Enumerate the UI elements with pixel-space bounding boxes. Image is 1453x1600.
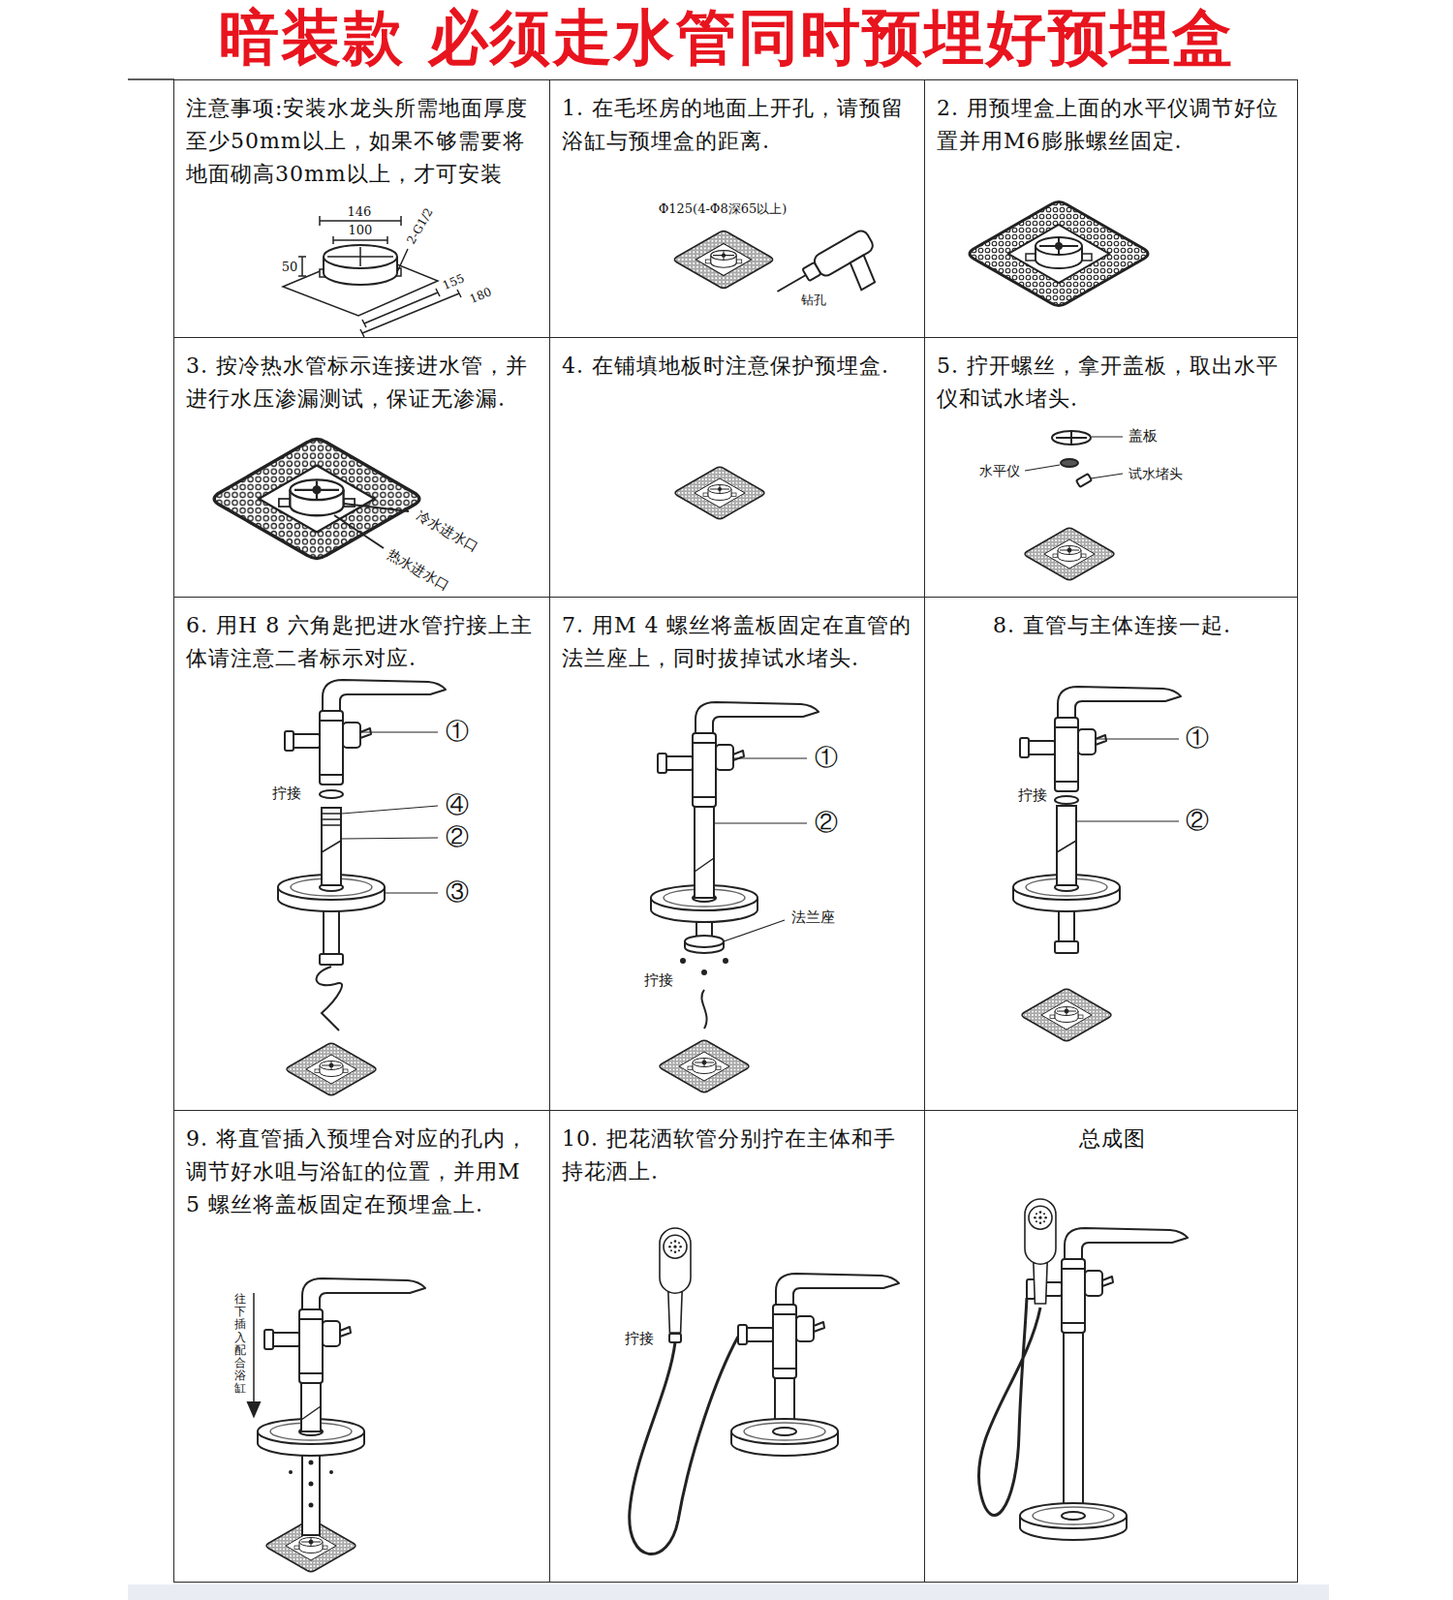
step-text: 5. 拧开螺丝，拿开盖板，取出水平仪和试水堵头.: [925, 338, 1298, 416]
insert-tube-figure: [247, 1278, 426, 1573]
step-cell: 8. 直管与主体连接一起.: [924, 596, 1299, 1112]
floor-box-dimension-figure: [282, 216, 462, 338]
dimension-label: 146: [345, 205, 374, 220]
drilling-figure: [674, 228, 890, 328]
callout-number: ②: [812, 809, 840, 837]
step-text: 6. 用H 8 六角匙把进水管拧接上主体请注意二者标示对应.: [174, 597, 550, 676]
part-label: 拧接: [622, 1330, 656, 1348]
part-label: 拧接: [270, 785, 304, 803]
part-label: 拧接: [1016, 787, 1050, 804]
step-text: 8. 直管与主体连接一起.: [925, 597, 1298, 643]
step-text: 4. 在铺填地板时注意保护预埋盒.: [550, 338, 925, 383]
callout-number: ①: [443, 718, 471, 746]
part-label: 钻孔: [799, 293, 829, 309]
part-label: 冷水进水口: [412, 506, 483, 557]
step-text: 注意事项:安装水龙头所需地面厚度至少50mm以上，如果不够需要将地面砌高30mm…: [174, 80, 550, 191]
step-text: 1. 在毛坯房的地面上开孔，请预留浴缸与预埋盒的距离.: [550, 80, 925, 158]
part-label: 盖板: [1126, 428, 1160, 445]
floor-protect-figure: [675, 466, 765, 520]
step-cell: 4. 在铺填地板时注意保护预埋盒.: [549, 337, 926, 598]
part-label: 水平仪: [977, 463, 1022, 479]
dimension-label: 2-G1/2: [403, 204, 437, 249]
box-leveling-figure: [969, 202, 1148, 307]
callout-number: ①: [1183, 725, 1211, 753]
step-cell: 3. 按冷热水管标示连接进水管，并进行水压渗漏测试，保证无渗漏.: [173, 337, 551, 598]
callout-number: ④: [443, 792, 471, 820]
pipe-connection-figure: [214, 438, 420, 558]
callout-number: ①: [812, 744, 840, 773]
cover-fixing-figure: [650, 702, 819, 1093]
callout-number: ③: [443, 879, 471, 907]
step-cell: 9. 将直管插入预埋合对应的孔内，调节好水咀与浴缸的位置，并用M 5 螺丝将盖板…: [173, 1110, 551, 1583]
direction-note: 往下插入配合浴缸: [234, 1293, 247, 1396]
step-cell: 6. 用H 8 六角匙把进水管拧接上主体请注意二者标示对应.: [173, 596, 551, 1112]
part-label: 试水堵头: [1126, 465, 1185, 482]
bottom-band: [127, 1584, 1330, 1600]
step-text: 10. 把花洒软管分别拧在主体和手持花洒上.: [550, 1111, 925, 1189]
step-cell: 10. 把花洒软管分别拧在主体和手持花洒上.: [549, 1110, 926, 1583]
body-connection-figure: [278, 680, 446, 1096]
frame-line: [127, 78, 175, 81]
step-text: 2. 用预埋盒上面的水平仪调节好位置并用M6膨胀螺丝固定.: [925, 80, 1298, 158]
callout-number: ②: [1183, 807, 1211, 835]
step-text: 9. 将直管插入预埋合对应的孔内，调节好水咀与浴缸的位置，并用M 5 螺丝将盖板…: [174, 1111, 550, 1222]
part-label: 热水进水口: [383, 545, 454, 595]
assembly-figure: [978, 1199, 1188, 1541]
step-text: 总成图: [925, 1111, 1298, 1156]
step-cell: 总成图: [924, 1110, 1299, 1583]
callout-number: ②: [443, 824, 471, 852]
dimension-label: Φ125(4-Φ8深65以上): [656, 202, 790, 217]
page-title: 暗装款 必须走水管同时预埋好预埋盒: [0, 1, 1453, 74]
part-label: 拧接: [642, 972, 676, 990]
dimension-label: 50: [279, 260, 301, 276]
dimension-label: 100: [346, 223, 375, 239]
step-text: 3. 按冷热水管标示连接进水管，并进行水压渗漏测试，保证无渗漏.: [174, 338, 550, 416]
tube-body-figure: [1013, 686, 1181, 1042]
shower-hose-figure: [629, 1228, 899, 1555]
step-cell: 2. 用预埋盒上面的水平仪调节好位置并用M6膨胀螺丝固定.: [924, 79, 1299, 339]
part-label: 法兰座: [789, 909, 837, 927]
step-cell: 7. 用M 4 螺丝将盖板固定在直管的法兰座上，同时拔掉试水堵头.: [549, 596, 926, 1112]
exploded-cover-figure: [1024, 431, 1123, 581]
step-text: 7. 用M 4 螺丝将盖板固定在直管的法兰座上，同时拔掉试水堵头.: [550, 597, 925, 676]
dimension-label: 155: [438, 271, 468, 294]
dimension-label: 180: [465, 284, 495, 308]
